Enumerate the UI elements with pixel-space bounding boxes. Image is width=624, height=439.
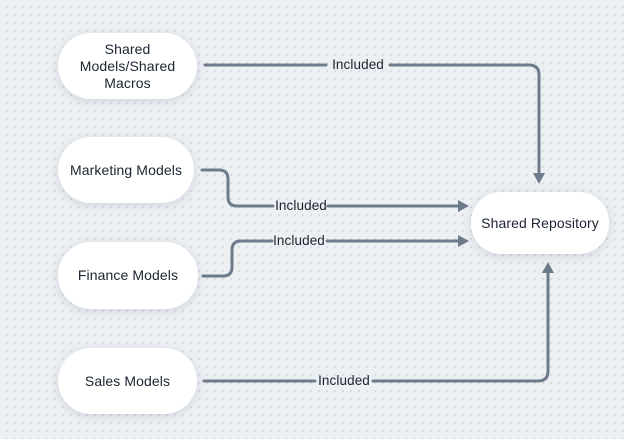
edge-shared-to-repo-segment-b [388, 63, 541, 174]
arrowhead-right-icon [458, 235, 469, 247]
edge-label-included-sales: Included [318, 373, 370, 388]
edge-label-included-finance: Included [273, 233, 325, 248]
edge-label-included-marketing: Included [275, 198, 327, 213]
arrowhead-right-icon [458, 200, 469, 212]
node-sales-models: Sales Models [58, 348, 197, 414]
edge-marketing-to-repo-segment-a [200, 168, 275, 208]
edge-finance-to-repo-segment-a [201, 239, 274, 278]
arrowhead-up-icon [542, 262, 554, 273]
arrowhead-down-icon [533, 173, 545, 184]
node-label: Marketing Models [69, 161, 183, 178]
node-finance-models: Finance Models [58, 242, 198, 309]
node-label-line: Shared [104, 40, 151, 57]
node-marketing-models: Marketing Models [58, 137, 194, 203]
edge-label-included-shared: Included [332, 57, 384, 72]
node-label: Sales Models [84, 372, 171, 389]
node-label: Finance Models [77, 267, 179, 283]
node-shared-repository: Shared Repository [471, 192, 609, 254]
node-label: Shared Repository [481, 214, 599, 231]
node-label-line: Macros [104, 74, 151, 91]
node-shared-models-shared-macros: Shared Models/Shared Macros [58, 33, 197, 99]
edge-sales-to-repo-segment-b [371, 271, 550, 383]
node-label-line: Models/Shared [79, 57, 176, 74]
